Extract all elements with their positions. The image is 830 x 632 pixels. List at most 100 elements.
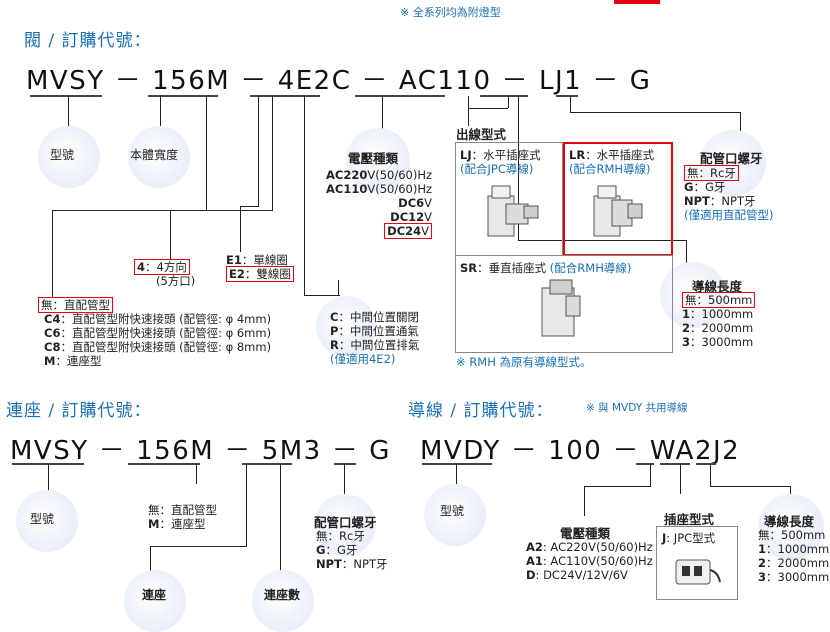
connector	[150, 546, 151, 576]
voltage-list: AC220V(50/60)Hz AC110V(50/60)Hz DC6V DC1…	[326, 168, 433, 239]
wire-section-title: 導線 / 訂購代號：	[408, 401, 554, 421]
connector	[338, 280, 339, 296]
wire-note: ※ 與 MVDY 共用導線	[586, 402, 688, 414]
voltage-item: DC12V	[390, 210, 433, 224]
base-underline	[12, 463, 84, 465]
base-count-label: 連座數	[264, 588, 301, 602]
base-underline	[242, 463, 292, 465]
outlet-note: ※ RMH 為原有導線型式。	[456, 355, 592, 369]
connector	[710, 486, 790, 487]
connector	[468, 96, 469, 108]
connector	[740, 112, 741, 136]
connector	[240, 206, 241, 252]
bubble-width	[128, 126, 190, 188]
voltage-item: DC6V	[398, 196, 433, 210]
wire-len-title: 導線長度	[764, 514, 815, 529]
bubble-wire-model	[424, 484, 486, 546]
wire-underline	[422, 463, 492, 465]
code-position: 4E2C	[277, 66, 352, 96]
wire-voltage-title: 電壓種類	[560, 526, 611, 541]
code-thread: G	[629, 66, 652, 96]
bubble-base-model	[16, 490, 78, 552]
wire-voltage-list: A2: AC220V(50/60)Hz A1: AC110V(50/60)Hz …	[526, 540, 653, 582]
connector	[246, 464, 247, 546]
base-thread-options: 無：Rc牙 G：G牙 NPT：NPT牙	[316, 529, 388, 571]
connector	[52, 210, 273, 211]
socket-j: J: JPC型式	[662, 531, 716, 545]
thread-title: 配管口螺牙	[700, 151, 763, 166]
connector	[584, 486, 585, 516]
bubble-voltage	[346, 128, 410, 192]
connector	[508, 96, 509, 108]
bubble-thread	[700, 130, 766, 196]
voltage-item: AC110V(50/60)Hz	[326, 182, 433, 196]
connector	[160, 96, 161, 134]
connector	[456, 464, 457, 494]
lj-connector-image	[487, 185, 539, 237]
center-options: C：中間位置關閉 P：中間位置通氣 R：中間位置排氣 (僅適用4E2)	[330, 310, 420, 366]
outlet-card-sr	[455, 255, 673, 353]
code-voltage: AC110	[398, 66, 492, 96]
connector	[272, 96, 273, 210]
sr-connector-image	[541, 279, 581, 337]
base-thread-title: 配管口螺牙	[314, 515, 377, 530]
coil-options: E1：單線圈 E2：雙線圈	[226, 253, 294, 282]
code-series: MVSY	[26, 66, 105, 96]
wire-underline	[696, 463, 716, 465]
connector	[570, 112, 740, 113]
connector	[686, 240, 687, 270]
underline-voltage	[355, 95, 445, 97]
bubble-model	[38, 126, 100, 188]
voltage-title: 電壓種類	[348, 151, 399, 166]
underline-thread	[556, 95, 578, 97]
wire-model-label: 型號	[440, 504, 465, 518]
red-accent-bar	[614, 0, 660, 4]
thread-list: 無：Rc牙 G：G牙 NPT：NPT牙 (僅適用直配管型)	[684, 165, 774, 222]
valve-model-label: 型號	[50, 148, 75, 162]
outlet-lr: LR：水平插座式 (配合RMH導線)	[569, 148, 655, 176]
connector	[206, 96, 207, 210]
lr-connector-image	[593, 185, 643, 237]
connector	[304, 96, 305, 296]
wire-length-list: 無：500mm 1：1000mm 2：2000mm 3：3000mm	[682, 292, 756, 349]
base-underline	[334, 463, 356, 465]
connector	[570, 96, 571, 112]
width-option: 4：4方向 (5方口)	[134, 259, 195, 288]
socket-title: 插座型式	[664, 512, 715, 527]
underline-width	[148, 95, 218, 97]
connector	[584, 486, 651, 487]
connector	[518, 240, 686, 241]
bubble-wire	[660, 262, 726, 328]
voltage-item: AC220V(50/60)Hz	[326, 168, 433, 182]
base-label: 連座	[142, 588, 167, 602]
connector	[68, 96, 69, 134]
connector	[170, 210, 171, 260]
connector	[518, 96, 519, 240]
connector	[280, 464, 281, 576]
connector	[468, 108, 508, 109]
voltage-item-selected: DC24V	[326, 223, 433, 239]
connector	[240, 206, 259, 207]
base-section-title: 連座 / 訂購代號：	[6, 401, 152, 421]
connector	[468, 108, 469, 126]
pipe-options: 無：直配管型 C4：直配管型附快速接頭 (配管徑: φ 4mm) C6：直配管型…	[38, 297, 271, 368]
connector	[680, 464, 681, 494]
connector	[304, 295, 340, 296]
connector	[650, 464, 651, 486]
connector	[150, 546, 247, 547]
connector	[48, 464, 49, 500]
wire-length-title: 導線長度	[692, 279, 743, 294]
top-note: ※ 全系列均為附燈型	[400, 6, 501, 19]
outlet-sr: SR：垂直插座式 (配合RMH導線)	[460, 261, 632, 275]
base-order-code: MVSY－156M－5M3－G	[10, 436, 391, 466]
connector	[258, 96, 259, 206]
valve-section-title: 閥 / 訂購代號：	[24, 31, 152, 51]
wire-len-list: 無：500mm 1：1000mm 2：2000mm 3：3000mm	[758, 528, 830, 584]
code-outlet: LJ1	[539, 66, 583, 96]
wire-order-code: MVDY－100－WA2J2	[420, 436, 741, 466]
outlet-title: 出線型式	[456, 127, 507, 142]
outlet-lj: LJ：水平插座式 (配合JPC導線)	[460, 148, 541, 176]
underline-series	[30, 95, 102, 97]
underline-position	[250, 95, 320, 97]
connector	[52, 210, 53, 298]
